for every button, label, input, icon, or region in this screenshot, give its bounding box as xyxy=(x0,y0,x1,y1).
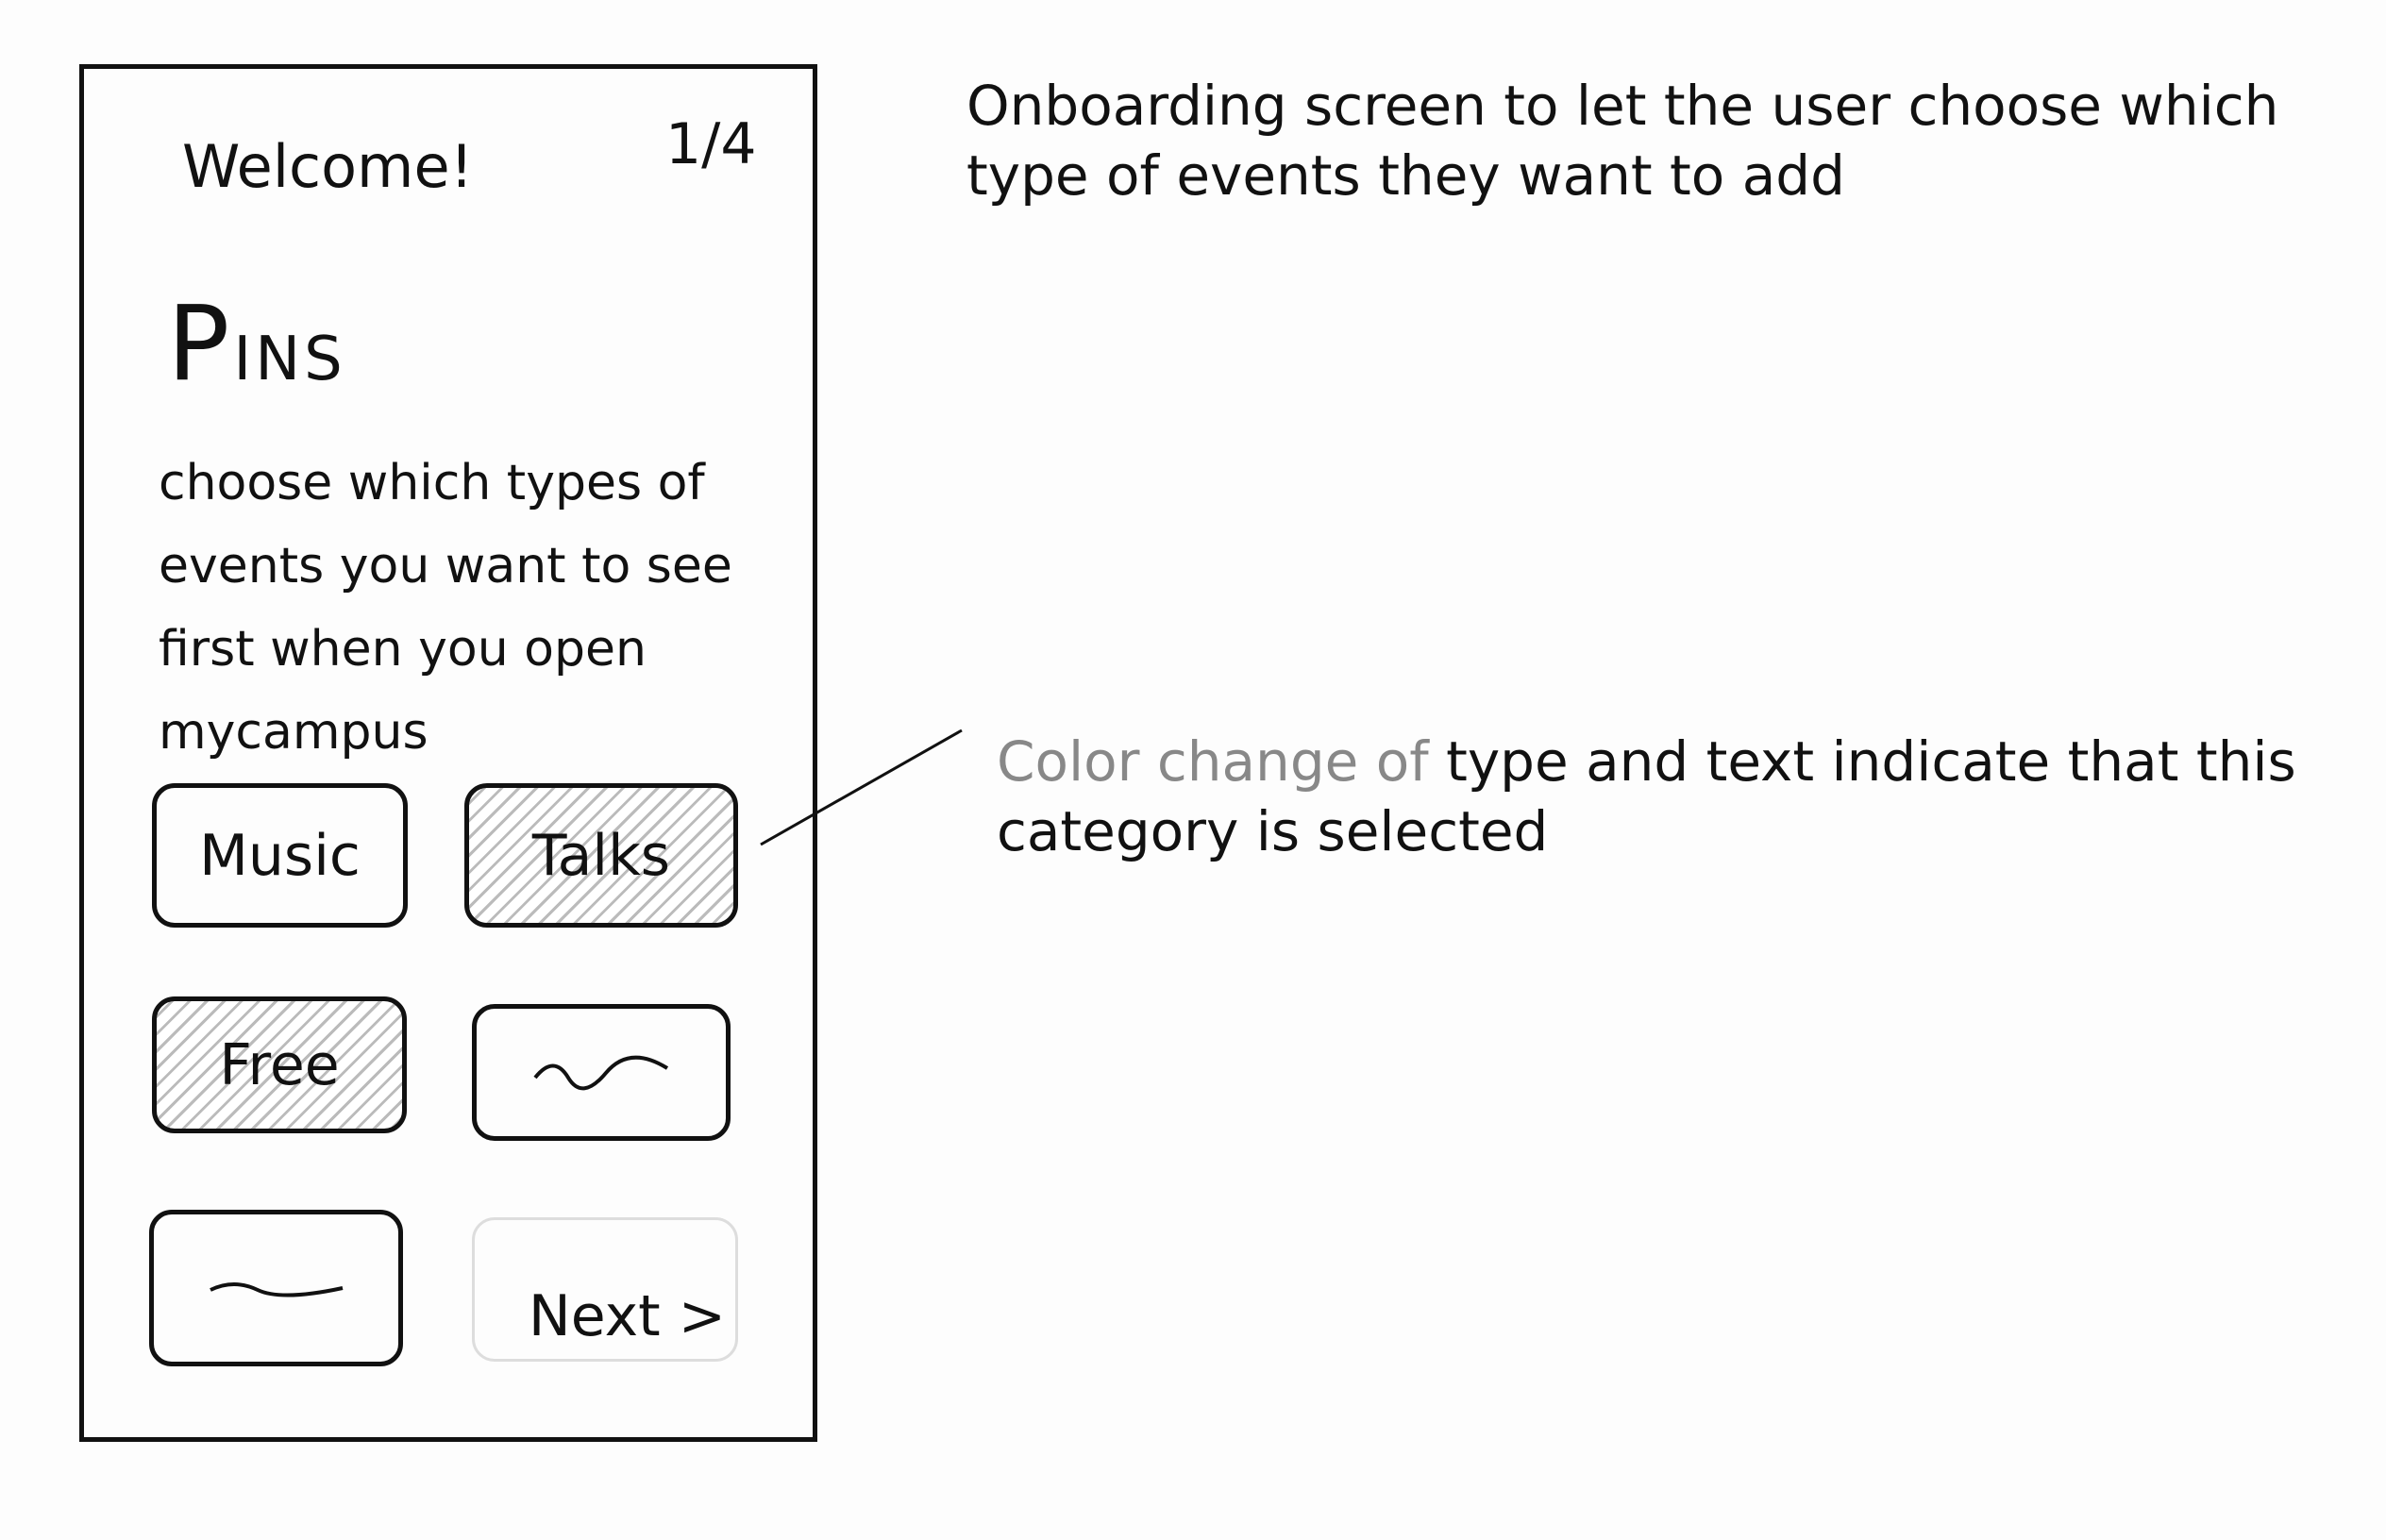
screen-annotation: Onboarding screen to let the user choose… xyxy=(966,74,2279,208)
category-label: Free xyxy=(219,1031,340,1098)
category-free-button[interactable]: Free xyxy=(152,996,407,1133)
next-button[interactable]: Next > xyxy=(472,1217,738,1362)
placeholder-squiggle-icon xyxy=(209,1282,343,1297)
category-placeholder-button[interactable] xyxy=(472,1004,731,1141)
selection-annotation-text: type and text indicate that this categor… xyxy=(997,729,2296,863)
category-placeholder-button[interactable] xyxy=(149,1210,403,1366)
onboarding-description: choose which types of events you want to… xyxy=(159,455,732,761)
phone-frame xyxy=(79,64,817,1442)
selection-annotation-gray: Color change of xyxy=(997,729,1429,794)
welcome-heading: Welcome! xyxy=(182,132,474,201)
next-label: Next > xyxy=(528,1283,726,1349)
category-talks-button[interactable]: Talks xyxy=(464,783,738,928)
selection-annotation: Color change of type and text indicate t… xyxy=(997,727,2356,866)
app-title-rest: INS xyxy=(233,325,346,394)
app-title: PINS xyxy=(167,283,346,404)
placeholder-squiggle-icon xyxy=(533,1055,669,1090)
category-music-button[interactable]: Music xyxy=(152,783,408,928)
category-label: Talks xyxy=(531,822,671,889)
app-title-initial: P xyxy=(167,283,234,404)
category-label: Music xyxy=(199,822,361,889)
page-indicator: 1/4 xyxy=(665,111,757,177)
